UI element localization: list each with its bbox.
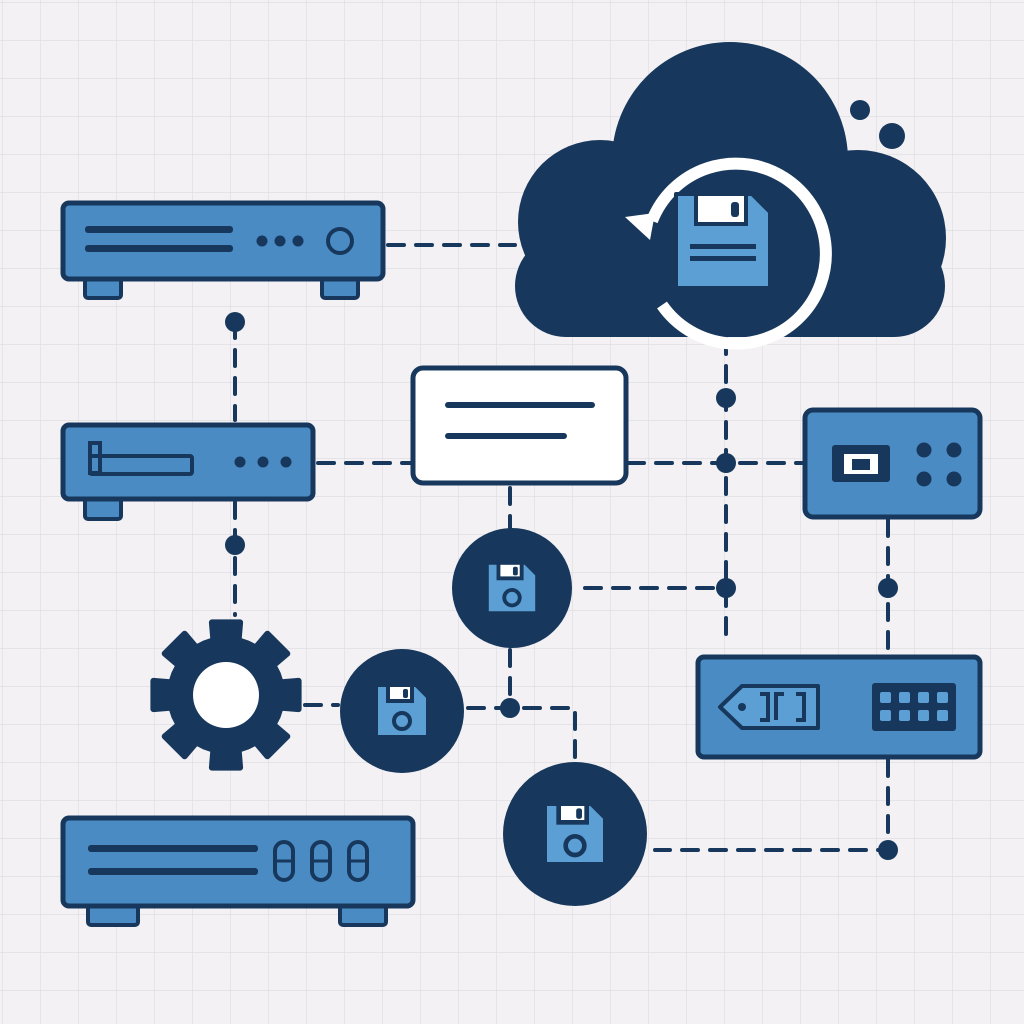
switch-icon: [802, 407, 983, 520]
junction-dot: [716, 388, 736, 408]
message-box: [410, 365, 629, 486]
dark-decor-dot: [850, 100, 870, 120]
junction-dot: [878, 578, 898, 598]
router-port: [937, 692, 948, 703]
cloud-icon: [515, 42, 946, 350]
server-icon-top: [60, 200, 386, 300]
junction-dot: [878, 840, 898, 860]
junction-dot: [716, 578, 736, 598]
dark-decor-dot: [879, 123, 905, 149]
junction-dot: [716, 453, 736, 473]
router-port: [918, 692, 929, 703]
router-port: [899, 710, 910, 721]
router-port: [880, 710, 891, 721]
junction-dot: [225, 535, 245, 555]
junction-dots: [225, 312, 898, 860]
router-port: [899, 692, 910, 703]
sync-arrow-icon: [625, 157, 832, 350]
floppy-disk-icon: [674, 192, 772, 290]
router-port: [880, 692, 891, 703]
floppy-disk-icon-lower: [503, 762, 647, 906]
router-port: [918, 710, 929, 721]
floppy-disk-icon-left: [340, 649, 464, 773]
junction-dot: [225, 312, 245, 332]
router-icon: [695, 654, 983, 760]
floppy-disk-icon-upper: [452, 528, 572, 648]
router-port: [937, 710, 948, 721]
junction-dot: [500, 698, 520, 718]
gear-icon: [150, 619, 302, 771]
storage-device-icon: [60, 815, 416, 927]
server-icon-middle: [60, 422, 316, 521]
